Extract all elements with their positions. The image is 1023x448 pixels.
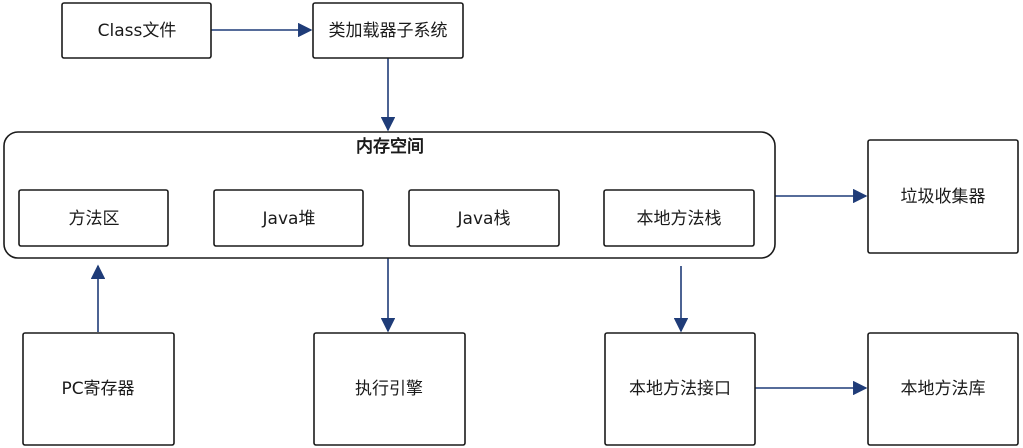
method-area-node: 方法区 bbox=[18, 189, 169, 247]
native-library-label: 本地方法库 bbox=[901, 379, 986, 399]
native-method-stack-node: 本地方法栈 bbox=[603, 189, 755, 247]
method-area-label: 方法区 bbox=[69, 209, 120, 229]
pc-register-label: PC寄存器 bbox=[61, 379, 134, 399]
class-file-node: Class文件 bbox=[61, 2, 212, 59]
java-stack-label: Java栈 bbox=[457, 209, 511, 229]
garbage-collector-label: 垃圾收集器 bbox=[901, 187, 986, 207]
garbage-collector-node: 垃圾收集器 bbox=[867, 139, 1019, 254]
java-stack-node: Java栈 bbox=[408, 189, 560, 247]
pc-register-node: PC寄存器 bbox=[22, 332, 175, 446]
memory-space-title: 内存空间 bbox=[356, 136, 424, 157]
execution-engine-label: 执行引擎 bbox=[355, 379, 423, 399]
native-interface-label: 本地方法接口 bbox=[629, 379, 731, 399]
java-heap-node: Java堆 bbox=[213, 189, 364, 247]
class-file-label: Class文件 bbox=[98, 21, 177, 41]
execution-engine-node: 执行引擎 bbox=[313, 332, 466, 446]
native-method-stack-label: 本地方法栈 bbox=[637, 209, 722, 229]
java-heap-label: Java堆 bbox=[262, 209, 316, 229]
native-interface-node: 本地方法接口 bbox=[604, 332, 756, 446]
class-loader-label: 类加载器子系统 bbox=[329, 21, 448, 41]
memory-space-container: 内存空间 bbox=[3, 131, 776, 259]
class-loader-node: 类加载器子系统 bbox=[312, 2, 464, 59]
native-library-node: 本地方法库 bbox=[867, 332, 1019, 446]
